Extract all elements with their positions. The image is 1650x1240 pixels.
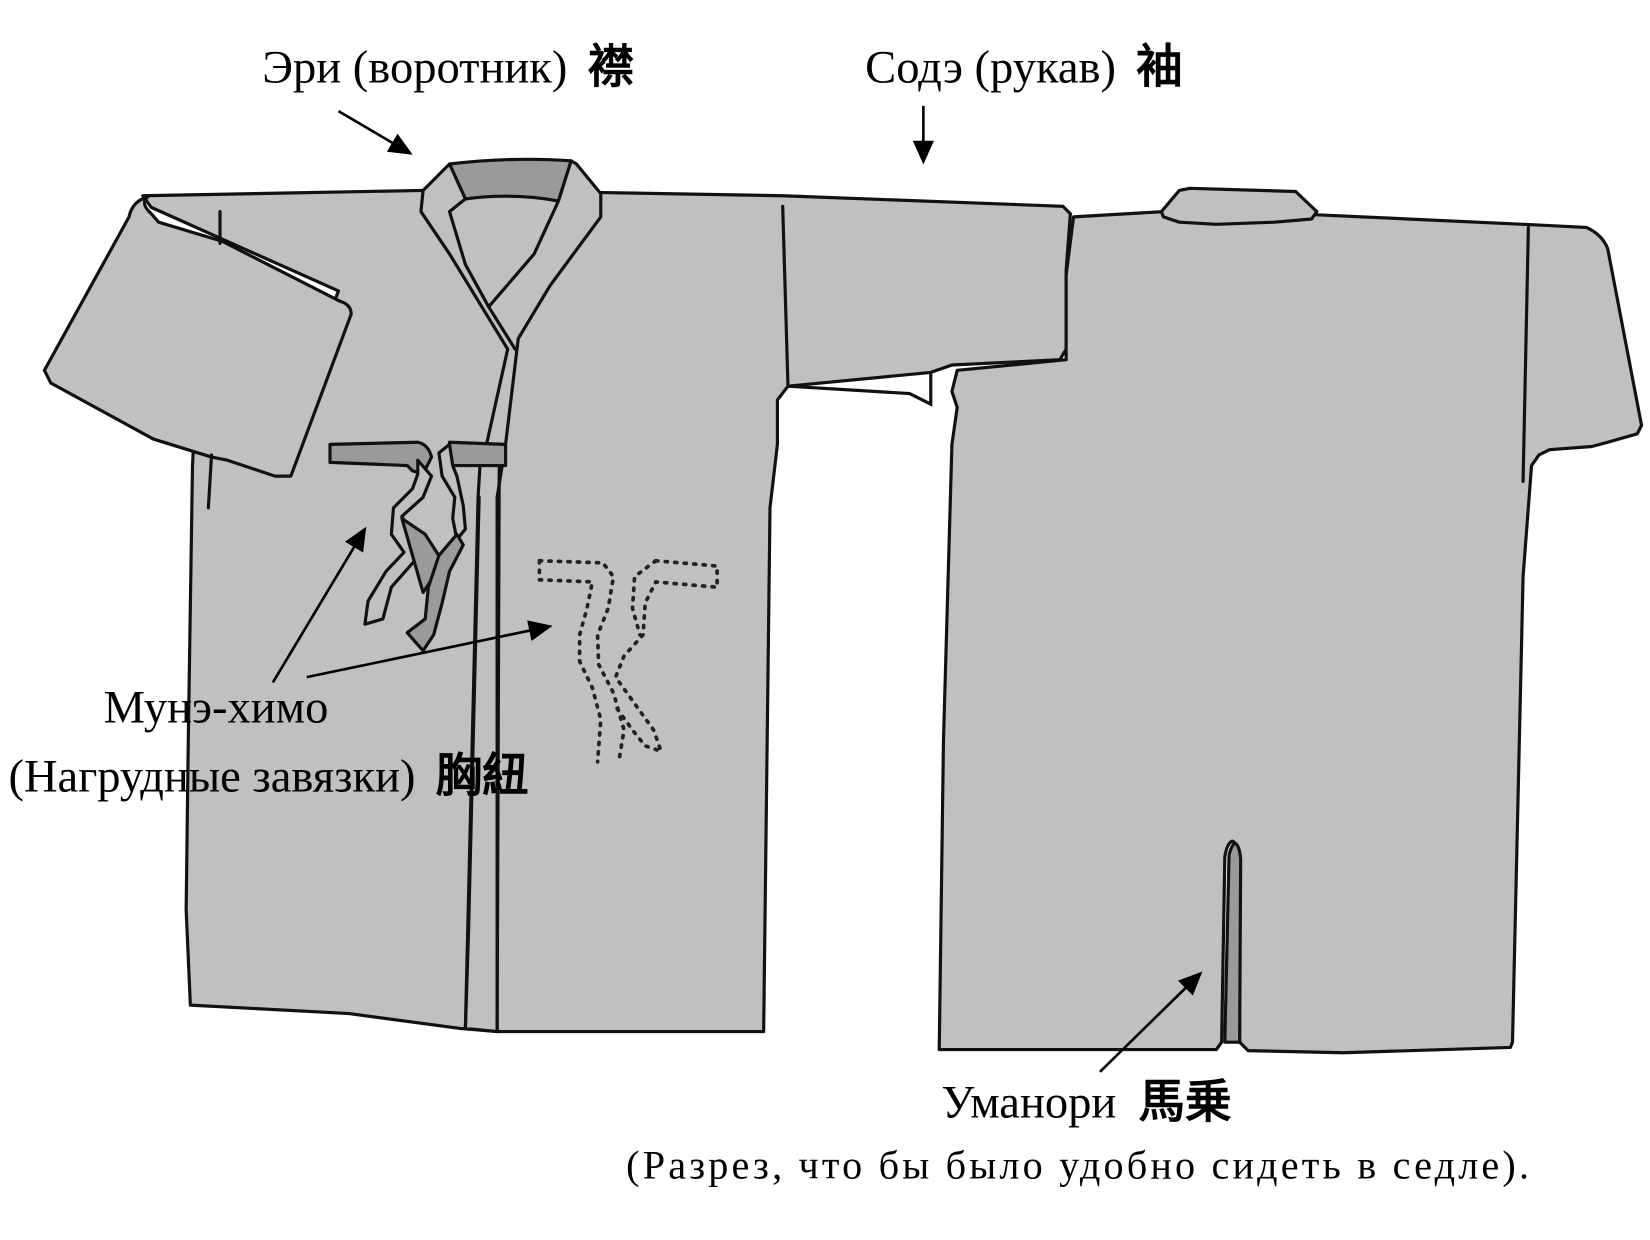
front-left-sleeve bbox=[42, 195, 353, 478]
arrow-eri bbox=[337, 109, 413, 155]
back-collar bbox=[1159, 186, 1319, 226]
label-eri: Эри (воротник) 襟 bbox=[262, 40, 634, 94]
label-munehimo: Мунэ-химо bbox=[104, 683, 329, 734]
collar-inner-edge bbox=[487, 305, 517, 351]
chest-tie-left-strand bbox=[363, 458, 434, 626]
back-jacket bbox=[937, 186, 1644, 1055]
chest-tie-right-dark-strand bbox=[405, 532, 465, 653]
collar-band bbox=[419, 159, 603, 1034]
label-eri-kanji: 襟 bbox=[587, 40, 634, 94]
front-shoulder-seam-right bbox=[781, 204, 790, 388]
arrow-umanori bbox=[1099, 971, 1203, 1073]
front-underarm-seam bbox=[786, 370, 933, 407]
label-sode: Содэ (рукав) 袖 bbox=[865, 40, 1182, 94]
arrow-munehimo-hidden bbox=[306, 620, 553, 679]
hidden-chest-tie-left bbox=[537, 558, 626, 764]
chest-tie-right-top bbox=[447, 440, 508, 468]
label-munehimo-translation: (Нагрудные завязки) 胸紐 bbox=[8, 748, 528, 802]
collar-back-band bbox=[447, 157, 573, 203]
front-side-seam-left bbox=[206, 453, 214, 510]
label-umanori-note: (Разрез, что бы было удобно сидеть в сед… bbox=[626, 1143, 1532, 1188]
label-munehimo-kanji: 胸紐 bbox=[436, 748, 529, 802]
arrow-munehimo-visible bbox=[271, 526, 367, 684]
back-shoulder-seam bbox=[1521, 225, 1530, 483]
chest-tie-left-top bbox=[328, 440, 434, 476]
hidden-chest-tie-right bbox=[611, 558, 719, 754]
label-sode-kanji: 袖 bbox=[1136, 40, 1183, 94]
label-umanori: Уманори 馬乗 bbox=[941, 1074, 1232, 1128]
front-jacket bbox=[42, 157, 1072, 1034]
front-opening-right-edge bbox=[495, 463, 501, 1034]
umanori-slit bbox=[1223, 841, 1243, 1044]
label-umanori-kanji: 馬乗 bbox=[1139, 1074, 1233, 1128]
